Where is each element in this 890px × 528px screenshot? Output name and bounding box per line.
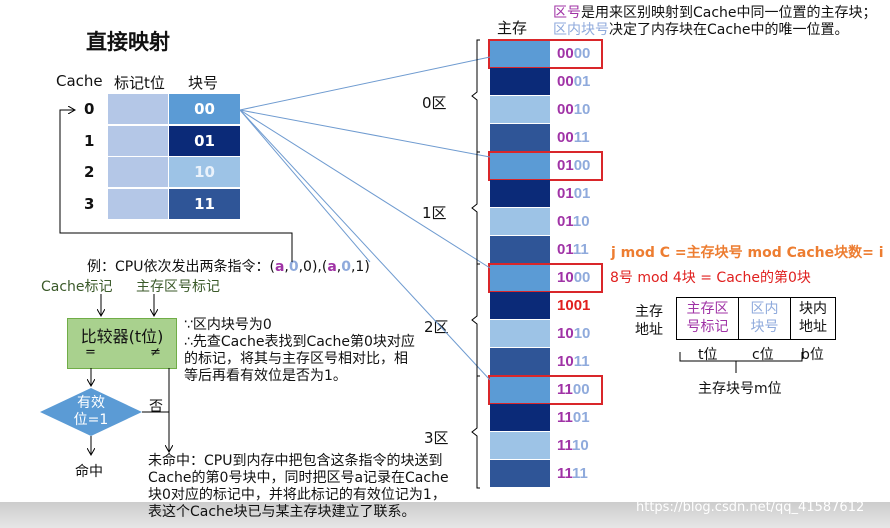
note-inzone-text: 决定了内存块在Cache中的唯一位置。: [609, 22, 849, 38]
valid-label-line2: 位=1: [73, 412, 109, 428]
memory-block: [490, 152, 550, 179]
memory-block-label: 0100: [557, 157, 591, 174]
cache-block-cell: 11: [169, 188, 240, 219]
cache-header: Cache: [56, 72, 103, 90]
cache-block-cell: 10: [169, 157, 240, 187]
note-inzone: 区内块号决定了内存块在Cache中的唯一位置。: [553, 19, 849, 39]
memory-block: [490, 348, 550, 375]
zone-brace: [471, 39, 480, 153]
page-title: 直接映射: [86, 30, 170, 54]
memory-header: 主存: [497, 19, 528, 37]
note-zone: 区号是用来区别映射到Cache中同一位置的主存块；: [553, 2, 877, 22]
cache-tag-cell: [108, 157, 168, 187]
address-label-1: 主存: [635, 304, 663, 320]
memory-block: [490, 40, 550, 67]
example-calc: 8号 mod 4块 = Cache的第0块: [610, 270, 811, 286]
cache-block-cell: 01: [169, 125, 240, 156]
memory-block: [490, 376, 550, 403]
memory-block: [490, 432, 550, 459]
valid-label-line1: 有效: [77, 395, 105, 411]
neq-label: ≠: [150, 345, 161, 360]
address-label: 主存地址: [635, 303, 663, 339]
field-in-zone: 区内块号: [739, 298, 791, 339]
comparator-label: 比较器(t位): [80, 327, 164, 346]
memory-block-label: 1110: [557, 437, 589, 454]
memory-block: [490, 264, 550, 291]
zone-label: 0区: [422, 94, 447, 112]
b-bits: b位: [801, 347, 824, 363]
memory-block-label: 0101: [557, 185, 591, 202]
valid-diamond-label: 有效位=1: [61, 395, 121, 429]
memory-block: [490, 320, 550, 347]
memory-block-label: 0001: [557, 73, 591, 90]
valid-diamond: [40, 388, 142, 436]
memory-block: [490, 68, 550, 95]
explain-text: ∵区内块号为0∴先查Cache表找到Cache第0块对应的标记，将其与主存区号相…: [184, 317, 415, 384]
watermark: https://blog.csdn.net/qq_41587612: [636, 500, 865, 515]
memory-block-label: 0011: [557, 129, 590, 146]
cache-block-cell: 00: [169, 94, 240, 124]
formula: j mod C =主存块号 mod Cache块数= i: [611, 245, 884, 261]
memory-block-label: 1001: [557, 297, 591, 314]
mem-tag-label: 主存区号标记: [136, 279, 220, 295]
cache-index: 1: [84, 131, 95, 150]
memory-block-label: 0111: [557, 241, 589, 258]
m-bits: 主存块号m位: [698, 381, 782, 397]
memory-block: [490, 180, 550, 207]
memory-block: [490, 124, 550, 151]
note-zone-text: 是用来区别映射到Cache中同一位置的主存块；: [581, 5, 877, 21]
zone-brace: [471, 151, 480, 265]
comparator-box: 比较器(t位) = ≠: [67, 318, 177, 369]
mapping-lines: [239, 56, 491, 381]
memory-block-label: 0000: [557, 45, 591, 62]
memory-block-label: 1111: [557, 465, 588, 482]
no-label: 否: [149, 399, 163, 415]
memory-block: [490, 208, 550, 235]
cache-tag-cell: [108, 125, 168, 156]
address-label-2: 地址: [635, 322, 663, 338]
cache-index: 0: [84, 100, 95, 118]
eq-label: =: [85, 345, 96, 360]
memory-block: [490, 292, 550, 319]
memory-block: [490, 236, 550, 263]
memory-block-label: 1100: [557, 381, 590, 398]
memory-block-label: 1011: [557, 353, 590, 370]
c-bits: c位: [752, 347, 774, 363]
t-bits: t位: [698, 347, 718, 363]
cache-tag-label: Cache标记: [41, 279, 113, 295]
memory-block: [490, 96, 550, 123]
zone-label: 2区: [424, 318, 449, 336]
cache-index: 3: [84, 194, 95, 213]
zone-brace: [471, 375, 480, 489]
field-in-block: 块内地址: [799, 301, 827, 335]
example-text: 例：CPU依次发出两条指令：(a,0,0),(a,0,1): [87, 259, 370, 275]
cache-tag-cell: [108, 94, 168, 124]
cache-index: 2: [84, 163, 95, 181]
bottom-bar: [0, 502, 890, 528]
memory-block-label: 0110: [557, 213, 590, 230]
field-zone-tag: 主存区号标记: [677, 298, 739, 339]
memory-block: [490, 460, 550, 487]
memory-block: [490, 404, 550, 431]
note-inzone-term: 区内块号: [553, 22, 609, 38]
note-zone-term: 区号: [553, 5, 581, 21]
memory-block-label: 1010: [557, 325, 591, 342]
memory-block-label: 1000: [557, 269, 591, 286]
address-format: 主存区号标记 区内块号 块内地址: [676, 297, 836, 340]
hit-label: 命中: [75, 464, 103, 480]
zone-brace: [471, 263, 480, 377]
tag-header: 标记t位: [114, 74, 165, 92]
loop-arrow: [59, 110, 293, 262]
memory-block-label: 0010: [557, 101, 591, 118]
zone-label: 3区: [424, 429, 449, 447]
memory-block-label: 1101: [557, 409, 590, 426]
block-header: 块号: [188, 74, 219, 92]
cache-tag-cell: [108, 188, 168, 219]
m-brace: [679, 352, 803, 373]
zone-label: 1区: [422, 204, 447, 222]
